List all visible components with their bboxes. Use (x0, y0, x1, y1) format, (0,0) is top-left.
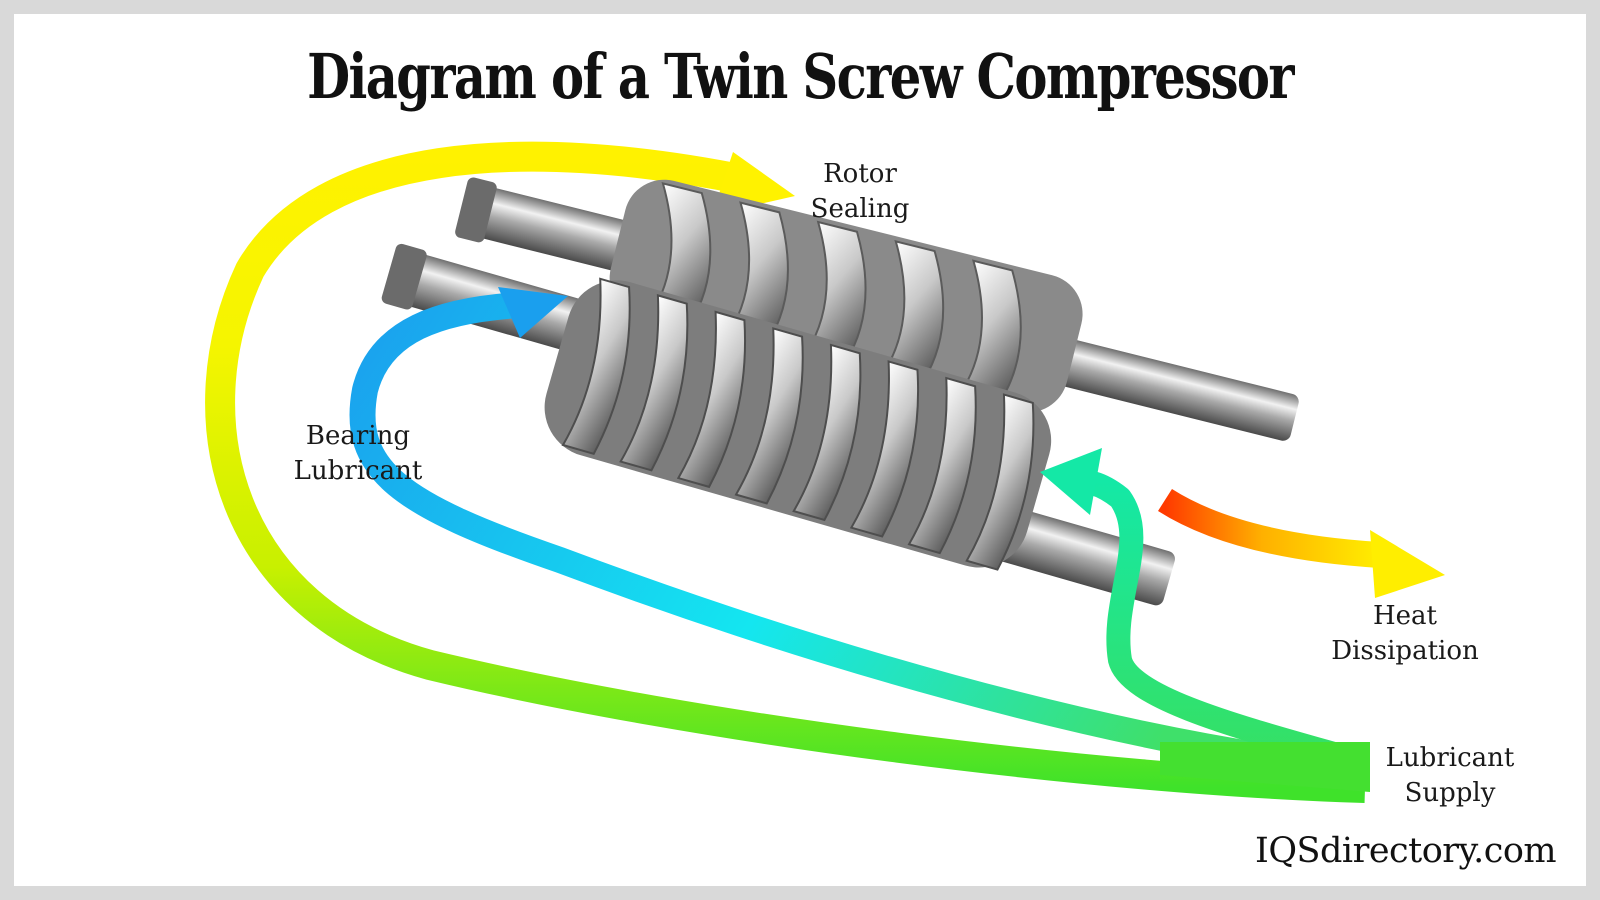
bearing-lubricant-flow (349, 292, 1352, 781)
rotor-feed-flow (1068, 469, 1359, 772)
rotor-sealing-flow (205, 141, 1366, 803)
rotor-feed-arrowhead (1040, 448, 1102, 515)
lubricant-supply-label: Lubricant Supply (1385, 743, 1515, 808)
heat-dissipation-flow (1158, 488, 1381, 568)
site-credit: IQSdirectory.com (1255, 831, 1557, 871)
heat-dissipation-arrowhead (1370, 530, 1445, 598)
rotor-sealing-label: Rotor Sealing (810, 159, 910, 224)
heat-dissipation-label: Heat Dissipation (1331, 601, 1479, 666)
diagram-title: Diagram of a Twin Screw Compressor (307, 40, 1294, 113)
bearing-lubricant-arrowhead (498, 287, 568, 338)
bearing-lubricant-label: Bearing Lubricant (293, 421, 423, 486)
lubricant-supply-inlet (1160, 742, 1370, 792)
